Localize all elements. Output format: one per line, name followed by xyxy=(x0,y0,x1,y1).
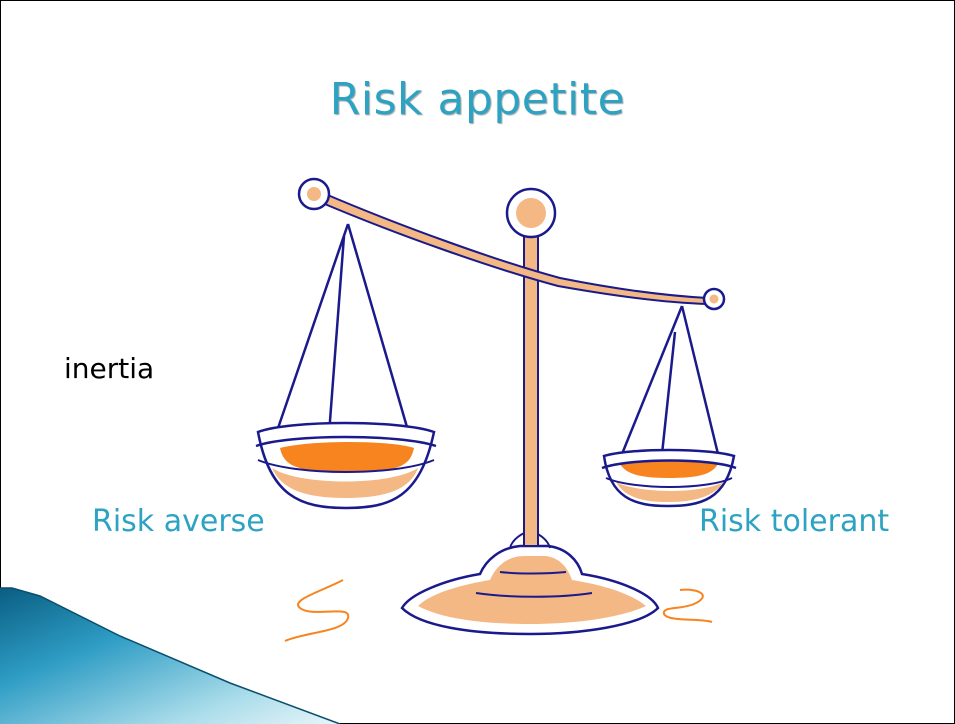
right-squiggle xyxy=(662,588,713,623)
left-pan xyxy=(255,421,437,510)
right-pan-strings xyxy=(620,305,720,455)
label-risk-averse: Risk averse xyxy=(92,504,265,539)
slide-title: Risk appetite xyxy=(329,74,626,125)
label-risk-tolerant: Risk tolerant xyxy=(699,504,890,539)
right-pan xyxy=(601,448,737,508)
corner-wedge xyxy=(0,588,340,724)
label-inertia: inertia xyxy=(64,352,155,385)
left-squiggle xyxy=(284,579,350,642)
left-pan-strings xyxy=(274,223,411,435)
